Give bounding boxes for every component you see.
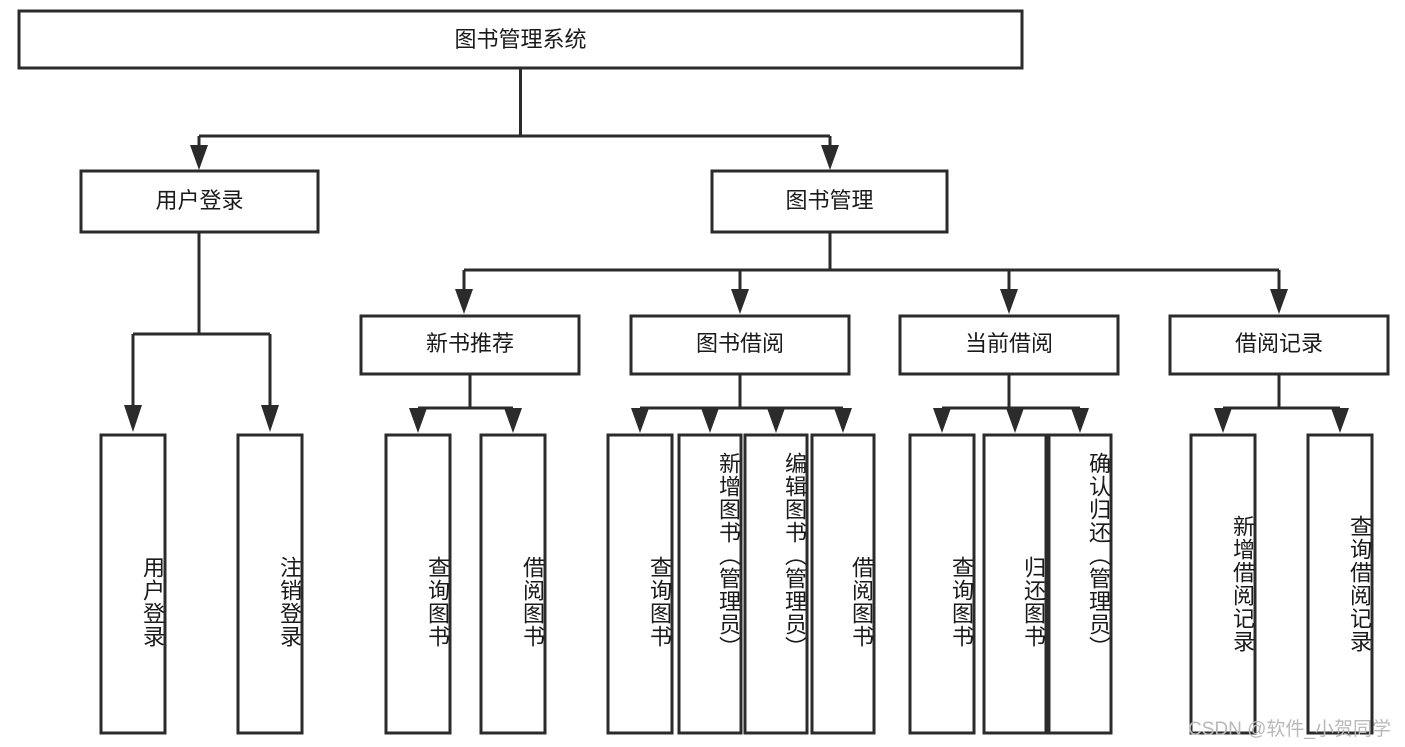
leaf-node[interactable]	[677, 433, 743, 735]
leaf-node-box[interactable]	[1189, 433, 1257, 735]
arrow-head-leaf-logout	[261, 405, 279, 432]
node-current-borrow-box[interactable]	[898, 314, 1120, 376]
node-root[interactable]: 图书管理系统	[17, 9, 1024, 70]
arrow-head-leaf-borrow-book-2	[834, 408, 852, 433]
connector-group-user-login	[124, 232, 279, 432]
leaf-node-box[interactable]	[743, 433, 809, 735]
leaf-node[interactable]	[606, 433, 674, 735]
node-root-box[interactable]	[17, 9, 1024, 70]
leaf-node-box[interactable]	[479, 433, 547, 735]
leaf-node[interactable]	[810, 433, 876, 735]
node-root-label: 图书管理系统	[454, 27, 586, 52]
leaf-node-box[interactable]	[236, 433, 304, 735]
node-new-book-recommend[interactable]: 新书推荐	[359, 314, 581, 376]
node-new-book-recommend-box[interactable]	[359, 314, 581, 376]
arrow-head-leaf-edit-book-admin	[767, 408, 785, 433]
node-current-borrow[interactable]: 当前借阅	[898, 314, 1120, 376]
node-user-login-label: 用户登录	[155, 188, 243, 213]
leaf-node[interactable]	[479, 433, 547, 735]
arrow-head-leaf-add-book-admin	[701, 408, 719, 433]
arrow-head-leaf-return-book	[1006, 408, 1024, 433]
node-book-manage-box[interactable]	[710, 169, 949, 234]
node-user-login[interactable]: 用户登录	[79, 169, 320, 234]
node-current-borrow-label: 当前借阅	[965, 331, 1053, 356]
node-book-borrow-box[interactable]	[629, 314, 851, 376]
arrow-head-leaf-borrow-book-1	[504, 408, 522, 433]
leaf-node[interactable]	[1306, 433, 1374, 735]
leaf-node-box[interactable]	[908, 433, 976, 735]
leaf-node[interactable]	[236, 433, 304, 735]
arrow-head-leaf-query-book-1	[409, 408, 427, 433]
node-borrow-record-box[interactable]	[1168, 314, 1390, 376]
leaf-node[interactable]	[1189, 433, 1257, 735]
leaf-node-box[interactable]	[99, 433, 167, 735]
arrow-head-leaf-query-book-3	[933, 408, 951, 433]
node-borrow-record[interactable]: 借阅记录	[1168, 314, 1390, 376]
arrow-head-leaf-query-borrow-record	[1331, 408, 1349, 433]
node-book-borrow[interactable]: 图书借阅	[629, 314, 851, 376]
arrow-head-user-login	[190, 145, 208, 170]
leaf-node-box[interactable]	[384, 433, 452, 735]
leaf-node-box[interactable]	[1047, 433, 1113, 735]
node-book-manage-label: 图书管理	[785, 188, 873, 213]
arrow-head-leaf-confirm-return-admin	[1071, 408, 1089, 433]
arrow-head-book-manage	[821, 145, 839, 170]
leaf-node[interactable]	[908, 433, 976, 735]
leaf-node-box[interactable]	[677, 433, 743, 735]
arrow-head-leaf-query-book-2	[631, 408, 649, 433]
leaf-node-box[interactable]	[606, 433, 674, 735]
leaf-node-box[interactable]	[1306, 433, 1374, 735]
arrow-head-current-borrow	[1000, 289, 1018, 314]
arrow-head-leaf-add-borrow-record	[1214, 408, 1232, 433]
connector-group-new-book-recommend	[409, 374, 522, 433]
leaf-node[interactable]	[1047, 433, 1113, 735]
node-book-borrow-label: 图书借阅	[696, 331, 784, 356]
node-user-login-box[interactable]	[79, 169, 320, 234]
node-borrow-record-label: 借阅记录	[1235, 331, 1323, 356]
connector-group-book-manage	[455, 232, 1288, 314]
arrow-head-leaf-user-login	[124, 405, 142, 432]
connector-group-borrow-record	[1214, 374, 1349, 433]
node-new-book-recommend-label: 新书推荐	[426, 331, 514, 356]
arrow-head-borrow-record	[1270, 289, 1288, 314]
leaf-box-group	[99, 433, 1374, 735]
leaf-node[interactable]	[982, 433, 1048, 735]
leaf-node[interactable]	[384, 433, 452, 735]
arrow-head-new-book-recommend	[455, 289, 473, 314]
connector-group-root	[190, 68, 839, 170]
leaf-node-box[interactable]	[982, 433, 1048, 735]
arrow-head-book-borrow	[731, 289, 749, 314]
connector-group-book-borrow	[631, 374, 852, 433]
node-book-manage[interactable]: 图书管理	[710, 169, 949, 234]
connector-group-current-borrow	[933, 374, 1089, 433]
leaf-node[interactable]	[743, 433, 809, 735]
leaf-node-box[interactable]	[810, 433, 876, 735]
leaf-node[interactable]	[99, 433, 167, 735]
